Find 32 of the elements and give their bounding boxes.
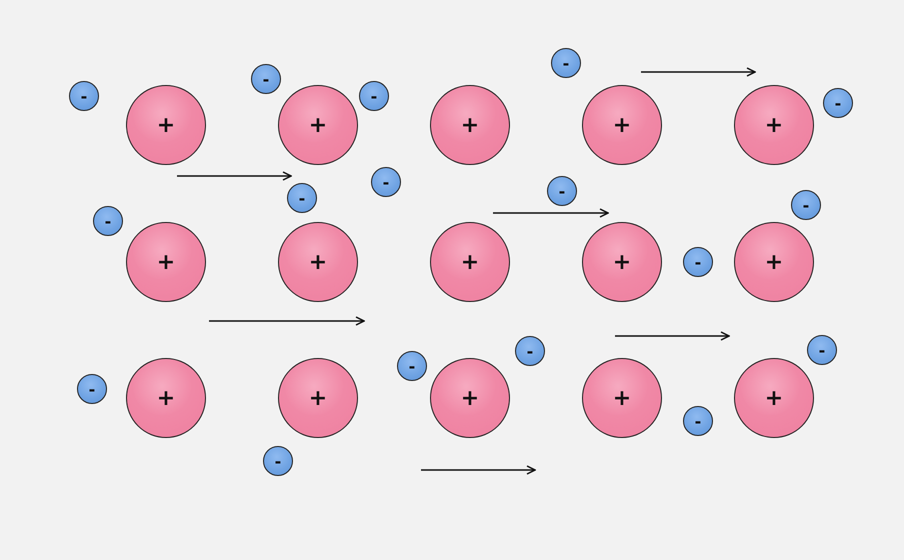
positive-ion-circle: + [430,85,510,165]
electron-circle: - [823,88,853,118]
electron-circle: - [263,446,293,476]
positive-ion-circle: + [734,222,814,302]
positive-ion-circle: + [278,222,358,302]
positive-ion-circle: + [278,358,358,438]
positive-ion-circle: + [582,222,662,302]
positive-ion-circle: + [126,222,206,302]
positive-ion-circle: + [582,358,662,438]
electron-circle: - [547,176,577,206]
positive-ion-circle: + [430,222,510,302]
electron-circle: - [397,351,427,381]
electron-circle: - [77,374,107,404]
positive-ion-circle: + [278,85,358,165]
electron-circle: - [807,335,837,365]
electron-circle: - [287,183,317,213]
electron-circle: - [359,81,389,111]
electron-circle: - [683,247,713,277]
positive-ion-circle: + [126,85,206,165]
electron-circle: - [551,48,581,78]
electron-circle: - [93,206,123,236]
electron-circle: - [371,167,401,197]
electron-circle: - [791,190,821,220]
positive-ion-circle: + [126,358,206,438]
positive-ion-circle: + [734,358,814,438]
positive-ion-circle: + [734,85,814,165]
electron-circle: - [683,406,713,436]
electron-circle: - [251,64,281,94]
electron-circle: - [69,81,99,111]
positive-ion-circle: + [430,358,510,438]
positive-ion-circle: + [582,85,662,165]
electron-circle: - [515,336,545,366]
